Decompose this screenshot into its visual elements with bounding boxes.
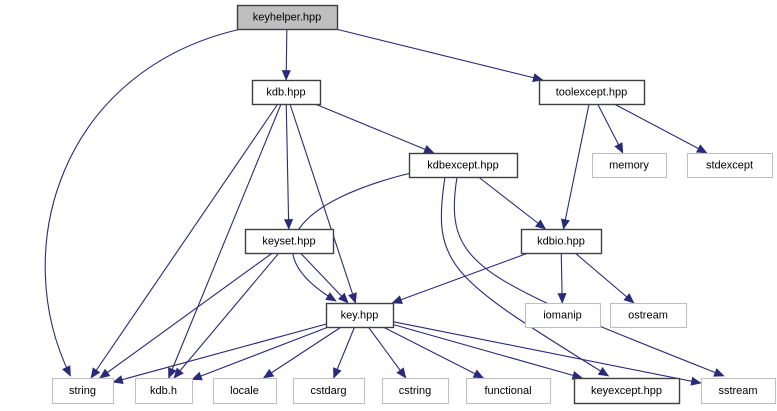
edge-keyhelper-to-toolexcept xyxy=(335,28,544,83)
node-memory[interactable]: memory xyxy=(591,152,668,179)
edge-key-to-keyexcept xyxy=(392,323,584,380)
edge-kdbio-to-ostream xyxy=(574,252,635,304)
edge-toolexcept-to-memory xyxy=(597,103,624,154)
node-box-keyexcept[interactable] xyxy=(573,377,681,405)
node-kdb[interactable]: kdb.hpp xyxy=(251,79,322,106)
node-box-string[interactable] xyxy=(51,377,115,405)
node-box-memory[interactable] xyxy=(591,152,668,179)
edge-key-to-cstdarg xyxy=(333,326,356,379)
node-key[interactable]: key.hpp xyxy=(325,302,395,329)
node-kdbexcept[interactable]: kdbexcept.hpp xyxy=(408,152,519,179)
node-iomanip[interactable]: iomanip xyxy=(524,302,602,329)
node-stdexcept[interactable]: stdexcept xyxy=(686,152,774,179)
edge-keyset-to-kdbh xyxy=(173,252,280,379)
edge-kdb-to-string xyxy=(90,103,279,379)
edge-kdb-to-keyset xyxy=(284,103,294,230)
edge-key-to-string xyxy=(112,323,327,385)
edge-keyset-to-string xyxy=(99,252,273,379)
node-string[interactable]: string xyxy=(51,377,115,405)
node-box-stdexcept[interactable] xyxy=(686,152,774,179)
edge-keyhelper-to-string xyxy=(44,28,242,377)
node-locale[interactable]: locale xyxy=(212,377,278,405)
node-box-toolexcept[interactable] xyxy=(538,79,646,106)
edge-kdb-to-kdbh xyxy=(168,103,282,379)
edge-kdbio-to-iomanip xyxy=(557,252,567,304)
node-box-kdb[interactable] xyxy=(251,79,322,106)
node-layer: keyhelper.hpp kdb.hpp toolexcept.hpp memory… xyxy=(51,4,777,405)
node-box-kdbio[interactable] xyxy=(520,228,603,255)
node-functional[interactable]: functional xyxy=(465,377,552,405)
node-box-cstdarg[interactable] xyxy=(292,377,366,405)
node-box-keyset[interactable] xyxy=(244,228,335,255)
edge-keyset-to-key xyxy=(300,252,349,304)
node-kdbio[interactable]: kdbio.hpp xyxy=(520,228,603,255)
edge-keyhelper-to-kdb xyxy=(281,28,291,81)
node-cstring[interactable]: cstring xyxy=(381,377,450,405)
edge-key-to-cstring xyxy=(367,326,407,379)
edge-toolexcept-to-kdbio xyxy=(560,103,590,230)
edge-kdbexcept-to-key xyxy=(291,172,412,302)
node-keyhelper[interactable]: keyhelper.hpp xyxy=(236,4,339,31)
node-box-key[interactable] xyxy=(325,302,395,329)
node-keyexcept[interactable]: keyexcept.hpp xyxy=(573,377,681,405)
node-box-kdbexcept[interactable] xyxy=(408,152,519,179)
edge-toolexcept-to-stdexcept xyxy=(613,103,708,154)
node-box-ostream[interactable] xyxy=(609,302,688,329)
edge-key-to-sstream xyxy=(392,321,702,386)
edge-key-to-functional xyxy=(382,326,485,379)
edge-layer xyxy=(44,28,725,386)
edge-key-to-locale xyxy=(262,326,342,379)
node-kdbh[interactable]: kdb.h xyxy=(134,377,194,405)
edge-kdbexcept-to-kdbio xyxy=(478,176,547,230)
node-toolexcept[interactable]: toolexcept.hpp xyxy=(538,79,646,106)
node-box-functional[interactable] xyxy=(465,377,552,405)
edge-kdbexcept-to-keyexcept xyxy=(440,176,610,377)
node-cstdarg[interactable]: cstdarg xyxy=(292,377,366,405)
node-box-kdbh[interactable] xyxy=(134,377,194,405)
edge-kdbexcept-to-sstream xyxy=(453,176,725,377)
node-keyset[interactable]: keyset.hpp xyxy=(244,228,335,255)
edge-key-to-kdbh xyxy=(191,326,329,381)
edge-kdb-to-key xyxy=(289,103,357,304)
node-ostream[interactable]: ostream xyxy=(609,302,688,329)
node-box-locale[interactable] xyxy=(212,377,278,405)
node-box-cstring[interactable] xyxy=(381,377,450,405)
node-box-sstream[interactable] xyxy=(700,377,777,405)
edge-kdb-to-kdbexcept xyxy=(314,103,435,154)
node-box-keyhelper[interactable] xyxy=(236,4,339,31)
node-box-iomanip[interactable] xyxy=(524,302,602,329)
edge-kdbio-to-key xyxy=(391,252,529,304)
node-sstream[interactable]: sstream xyxy=(700,377,777,405)
